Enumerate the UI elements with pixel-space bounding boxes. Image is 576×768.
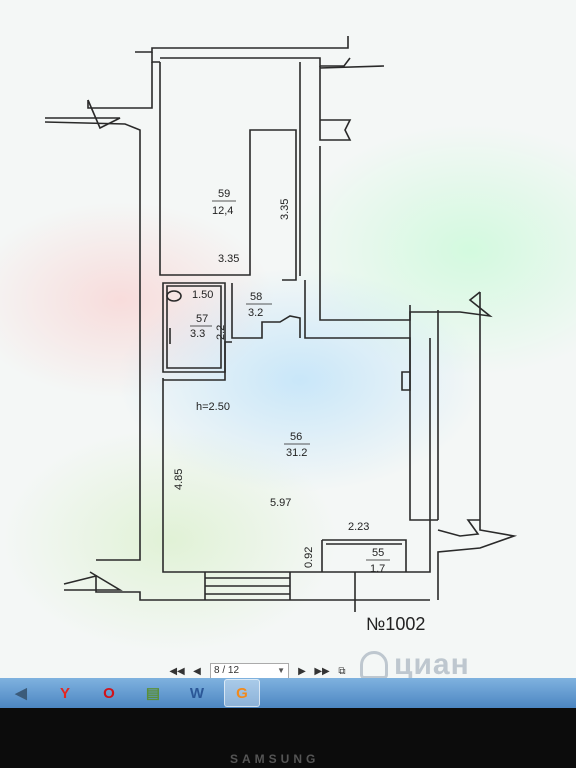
room-58-area: 3.2 — [248, 307, 263, 319]
taskbar-glyph: W — [189, 684, 205, 702]
monitor-bezel — [0, 708, 576, 768]
room-55-number: 55 — [372, 547, 384, 559]
fit-page-icon[interactable]: ⧉ — [338, 665, 346, 677]
floor-plan: 59 12,4 3.35 3.35 1.50 58 3.2 57 3.3 2.2… — [44, 36, 518, 634]
dim-485: 4.85 — [173, 469, 185, 490]
last-page-icon[interactable]: ▶▶ — [314, 665, 330, 677]
word-icon[interactable]: W — [180, 680, 214, 706]
dim-092: 0.92 — [303, 547, 315, 568]
dim-335-vertical: 3.35 — [279, 199, 291, 220]
image-viewer-icon[interactable]: G — [224, 679, 260, 707]
dim-22: 2.2 — [215, 325, 227, 340]
ceiling-height: h=2.50 — [196, 401, 230, 413]
taskbar-glyph: ▤ — [145, 685, 161, 702]
plan-title: №1002 — [366, 614, 425, 634]
taskbar: ◀ Y O ▤ W G — [0, 678, 576, 708]
yandex-browser-icon[interactable]: Y — [48, 680, 82, 706]
next-page-icon[interactable]: ▶ — [298, 665, 306, 677]
first-page-icon[interactable]: ◀◀ — [169, 665, 185, 677]
watermark-brand: циан — [394, 648, 470, 681]
prev-page-icon[interactable]: ◀ — [193, 665, 201, 677]
page-value: 8 / 12 — [214, 665, 240, 676]
dim-223: 2.23 — [348, 521, 369, 533]
dim-150: 1.50 — [192, 289, 213, 301]
room-57-area: 3.3 — [190, 328, 205, 340]
room-59-number: 59 — [218, 188, 230, 200]
taskbar-glyph: O — [103, 684, 115, 702]
room-59-area: 12,4 — [212, 205, 233, 217]
chevron-down-icon: ▼ — [277, 666, 285, 675]
room-58-number: 58 — [250, 291, 262, 303]
room-55-area: 1.7 — [370, 563, 385, 575]
dim-335-horizontal: 3.35 — [218, 253, 239, 265]
page-navigator: ◀◀ ◀ 8 / 12 ▼ ▶ ▶▶ ⧉ — [169, 662, 349, 680]
room-57-number: 57 — [196, 313, 208, 325]
opera-icon[interactable]: O — [92, 680, 126, 706]
document-icon[interactable]: ▤ — [136, 680, 170, 706]
page-select[interactable]: 8 / 12 ▼ — [210, 663, 289, 679]
back-arrow-icon[interactable]: ◀ — [4, 680, 38, 706]
room-56-area: 31.2 — [286, 447, 307, 459]
house-logo-icon — [360, 651, 388, 679]
taskbar-glyph: Y — [59, 684, 70, 702]
room-56-number: 56 — [290, 431, 302, 443]
monitor-brand: SAMSUNG — [230, 752, 320, 766]
dim-597: 5.97 — [270, 497, 291, 509]
taskbar-glyph: ◀ — [15, 685, 27, 702]
taskbar-glyph: G — [236, 684, 248, 702]
